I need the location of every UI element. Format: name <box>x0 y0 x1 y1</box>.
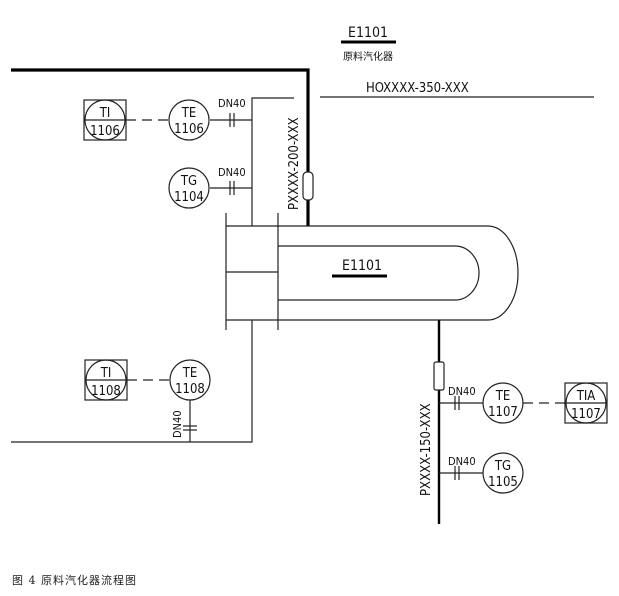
tg1105-num: 1105 <box>488 475 518 490</box>
outlet-line-label: PXXXX-150-XXX <box>419 403 434 496</box>
te1106-num: 1106 <box>174 122 204 137</box>
upper-instrument-branch <box>251 97 294 226</box>
tg1105-conn-size: DN40 <box>448 455 476 468</box>
ti1108-num: 1108 <box>91 384 121 399</box>
title-subtitle: 原料汽化器 <box>343 50 393 63</box>
tia1107-func: TIA <box>576 389 596 404</box>
instrument-te-1106[interactable]: TE 1106 <box>168 99 210 141</box>
te1108-func: TE <box>182 366 198 381</box>
ti1106-func: TI <box>99 106 111 121</box>
figure-caption: 图 4 原料汽化器流程图 <box>12 574 137 587</box>
tg1104-func: TG <box>180 174 197 189</box>
inlet-line-label: PXXXX-200-XXX <box>287 117 302 210</box>
ti1108-func: TI <box>100 366 112 381</box>
instrument-tg-1105[interactable]: TG 1105 <box>482 452 524 494</box>
instrument-te-1107[interactable]: TE 1107 <box>482 382 524 424</box>
tg1105-func: TG <box>494 459 511 474</box>
te1106-func: TE <box>181 106 197 121</box>
title-tag: E1101 <box>348 25 388 41</box>
vessel-e1101[interactable]: E1101 <box>225 213 519 330</box>
te1107-num: 1107 <box>488 405 518 420</box>
instrument-ti-1106[interactable]: TI 1106 <box>83 99 127 141</box>
top-header-line-label: HOXXXX-350-XXX <box>366 81 469 96</box>
te1106-conn-size: DN40 <box>218 97 246 110</box>
inlet-line-fitting-icon <box>302 171 314 201</box>
te1107-func: TE <box>495 389 511 404</box>
tg1104-conn-size: DN40 <box>218 166 246 179</box>
outlet-line-fitting-icon <box>433 361 445 391</box>
lower-instrument-branch <box>11 320 253 443</box>
tia1107-num: 1107 <box>571 407 601 422</box>
te1107-conn-size: DN40 <box>448 385 476 398</box>
te1108-conn-size: DN40 <box>171 410 184 438</box>
vessel-tag: E1101 <box>342 258 382 274</box>
instrument-tia-1107[interactable]: TIA 1107 <box>564 382 608 424</box>
te1108-num: 1108 <box>175 382 205 397</box>
instrument-te-1108[interactable]: TE 1108 <box>169 359 211 401</box>
inlet-process-line <box>11 68 310 226</box>
instrument-tg-1104[interactable]: TG 1104 <box>168 167 210 209</box>
ti1106-num: 1106 <box>90 124 120 139</box>
tg1104-num: 1104 <box>174 190 204 205</box>
instrument-ti-1108[interactable]: TI 1108 <box>84 359 128 401</box>
